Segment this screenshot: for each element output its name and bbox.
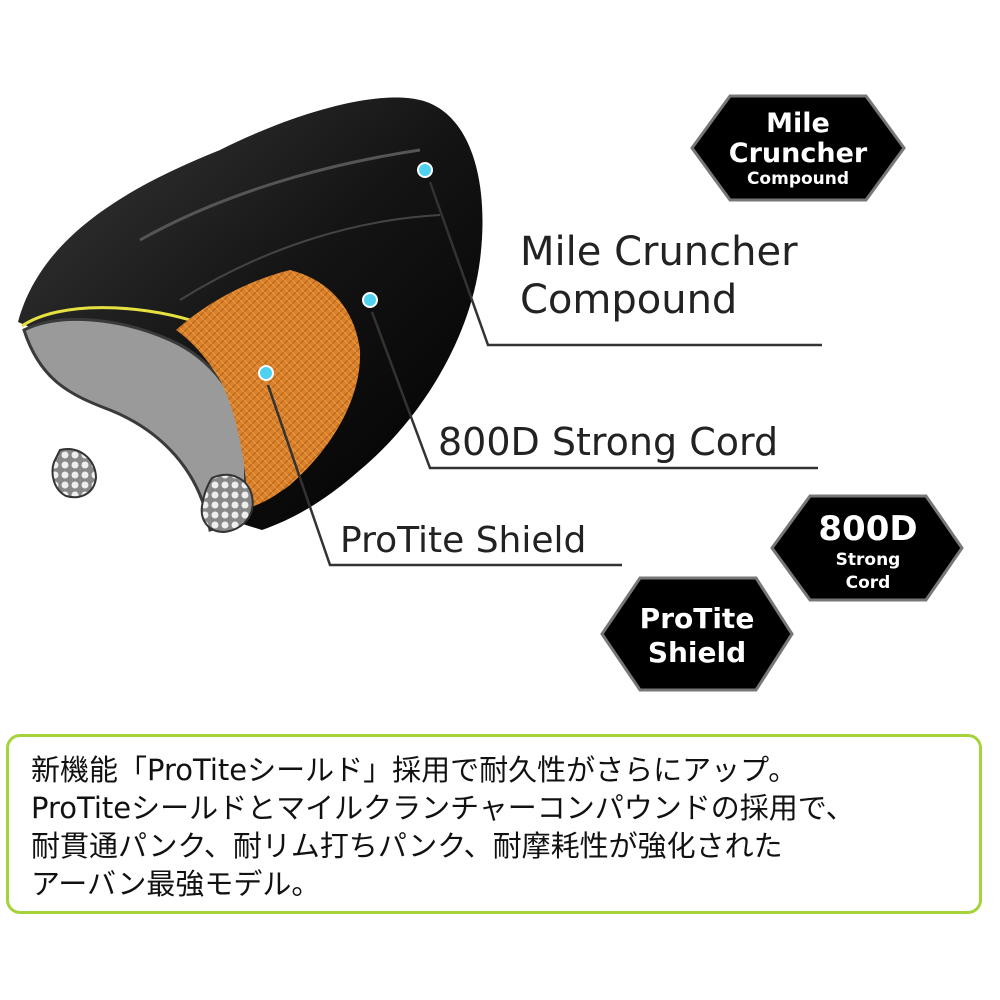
svg-text:Strong: Strong — [836, 550, 901, 570]
tire-illustration — [18, 97, 483, 534]
svg-text:Compound: Compound — [747, 169, 849, 189]
leader-strong-cord — [370, 311, 818, 470]
label-strong-cord: 800D Strong Cord — [438, 420, 778, 464]
label-mile-cruncher-line1: Mile Cruncher — [520, 229, 798, 275]
description-line-4: アーバン最強モデル。 — [31, 867, 321, 901]
description-line-1: 新機能「ProTiteシールド」採用で耐久性がさらにアップ。 — [31, 753, 798, 787]
badge-mile-cruncher: Mile Cruncher Compound — [690, 94, 906, 202]
svg-text:Mile: Mile — [766, 108, 830, 139]
leader-mile-cruncher — [428, 181, 822, 347]
svg-text:Shield: Shield — [648, 636, 746, 669]
marker-protite-shield — [258, 365, 274, 381]
description-line-3: 耐貫通パンク、耐リム打ちパンク、耐摩耗性が強化された — [31, 829, 783, 863]
label-protite-shield: ProTite Shield — [340, 520, 586, 561]
svg-text:Cruncher: Cruncher — [729, 138, 868, 169]
protite-shield-layer — [176, 270, 361, 508]
badge-protite-shield: ProTite Shield — [600, 576, 794, 692]
badge-strong-cord: 800D Strong Cord — [770, 494, 964, 602]
svg-text:ProTite: ProTite — [640, 602, 755, 635]
svg-text:Cord: Cord — [846, 573, 891, 593]
leader-protite-shield — [266, 384, 622, 567]
description-box: 新機能「ProTiteシールド」採用で耐久性がさらにアップ。 ProTiteシー… — [6, 734, 982, 914]
marker-mile-cruncher — [417, 162, 433, 178]
tire-cross-section-diagram: Mile Cruncher Compound 800D Strong Cord … — [18, 94, 964, 692]
svg-text:800D: 800D — [818, 509, 917, 549]
marker-strong-cord — [362, 292, 378, 308]
tire-bead — [200, 473, 254, 534]
label-mile-cruncher-line2: Compound — [520, 277, 737, 323]
description-line-2: ProTiteシールドとマイルクランチャーコンパウンドの採用で、 — [31, 791, 855, 825]
leader-lines — [266, 181, 822, 567]
